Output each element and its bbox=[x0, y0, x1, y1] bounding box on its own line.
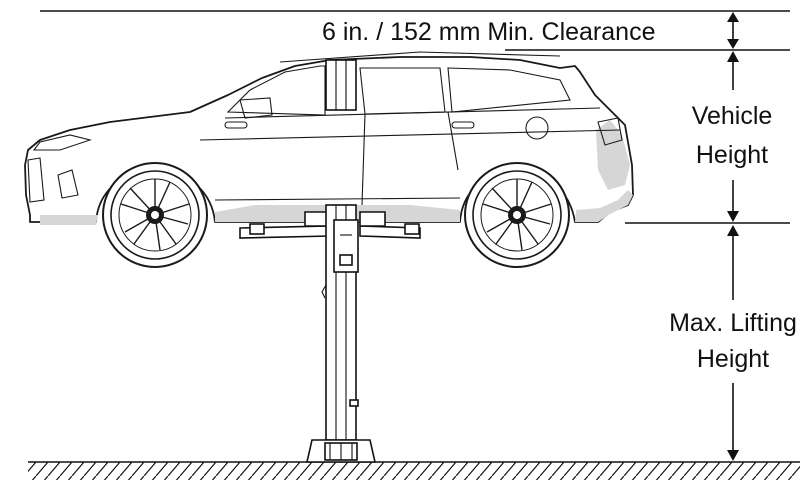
vehicle-height-label-line2: Height bbox=[696, 141, 768, 169]
clearance-dimension bbox=[727, 12, 739, 49]
clearance-label: 6 in. / 152 mm Min. Clearance bbox=[322, 18, 655, 46]
ground-floor bbox=[28, 461, 800, 480]
max-lifting-label-line2: Height bbox=[697, 345, 769, 373]
vehicle-height-label-line1: Vehicle bbox=[692, 102, 773, 130]
two-post-lift-column-icon bbox=[239, 59, 421, 463]
suv-vehicle-icon bbox=[24, 51, 634, 268]
max-lifting-height-dimension bbox=[727, 225, 739, 461]
front-wheel-icon bbox=[102, 162, 208, 268]
vehicle-height-dimension bbox=[727, 51, 739, 222]
rear-wheel-icon bbox=[464, 162, 570, 268]
max-lifting-label-line1: Max. Lifting bbox=[669, 309, 797, 337]
